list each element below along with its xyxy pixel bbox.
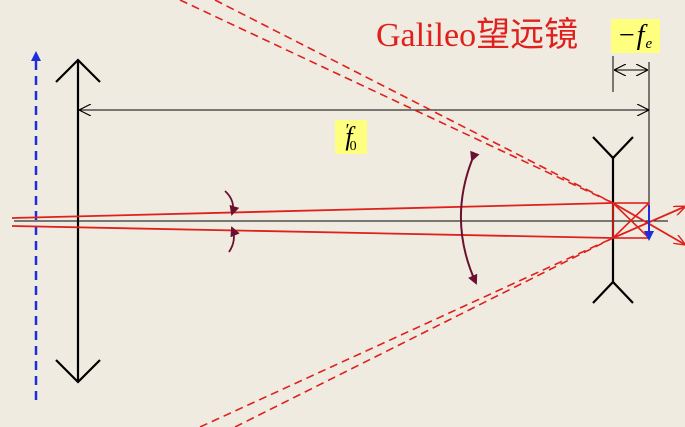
minus-sign: − xyxy=(618,20,635,51)
incident-dashed-rays xyxy=(179,0,614,427)
eyepiece-focal-label: −fe xyxy=(611,19,660,53)
solid-rays xyxy=(11,202,684,244)
focal-subscript: 0 xyxy=(349,139,357,154)
objective-focal-label: f′0 xyxy=(335,120,367,154)
object-angle-arcs xyxy=(224,190,240,253)
eyepiece-focal-dimension xyxy=(612,56,647,92)
diagram-title: Galileo望远镜 xyxy=(376,17,579,54)
prime-mark: ′ xyxy=(345,120,350,140)
objective-focal-dimension xyxy=(80,62,650,210)
objective-lens xyxy=(55,58,101,384)
focal-symbol: f xyxy=(636,20,645,51)
image-angle-arc xyxy=(460,150,480,285)
focal-subscript: e xyxy=(645,36,653,52)
focal-symbol: f xyxy=(345,122,353,151)
